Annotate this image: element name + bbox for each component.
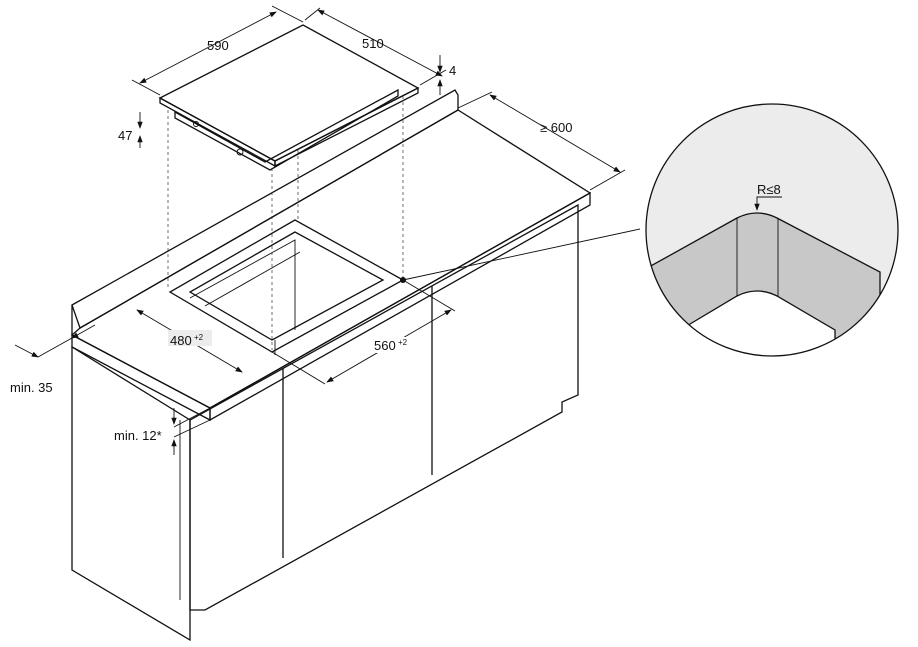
cutout-opening: [188, 231, 385, 341]
upstand: [71, 89, 459, 329]
dim-label-4: 4: [449, 63, 456, 78]
projection-lines: [167, 96, 404, 350]
dim-tolerance-560: +2: [398, 338, 408, 347]
cooktop-connector: [236, 148, 244, 156]
base-cabinet: [71, 203, 579, 642]
cabinet-front: [189, 203, 579, 611]
detail-point: [400, 277, 406, 283]
worktop-surface: [70, 109, 592, 409]
dim-label-min-12: min. 12*: [114, 428, 162, 443]
detail-leader-line: [402, 228, 641, 281]
dim-label-560: 560: [374, 338, 396, 353]
dim-label-510: 510: [362, 36, 384, 51]
cooktop-glass-edge-side: [274, 86, 419, 168]
corner-detail-view: R≤8: [645, 103, 899, 357]
dim-tolerance-480: +2: [194, 333, 204, 342]
worktop: [70, 89, 592, 422]
dim-label-590: 590: [207, 38, 229, 53]
dim-line-600: [489, 94, 621, 173]
dim-line-510: [317, 9, 443, 77]
detail-label-radius: R≤8: [757, 182, 781, 197]
dim-label-min-35: min. 35: [10, 380, 53, 395]
dim-line-590: [139, 11, 277, 84]
dim-label-600: ≥ 600: [540, 120, 572, 135]
dim-label-480: 480: [170, 333, 192, 348]
cabinet-side-panel: [71, 345, 191, 642]
cooktop-glass-edge-front: [159, 96, 276, 168]
cooktop-body: [174, 88, 399, 171]
detail-opening: [679, 290, 836, 356]
dimensions: 590 510 4 47 ≥ 600 480 +2 560 +2 min. 35…: [10, 5, 626, 455]
worktop-side-edge: [209, 191, 591, 422]
dim-label-47: 47: [118, 128, 132, 143]
